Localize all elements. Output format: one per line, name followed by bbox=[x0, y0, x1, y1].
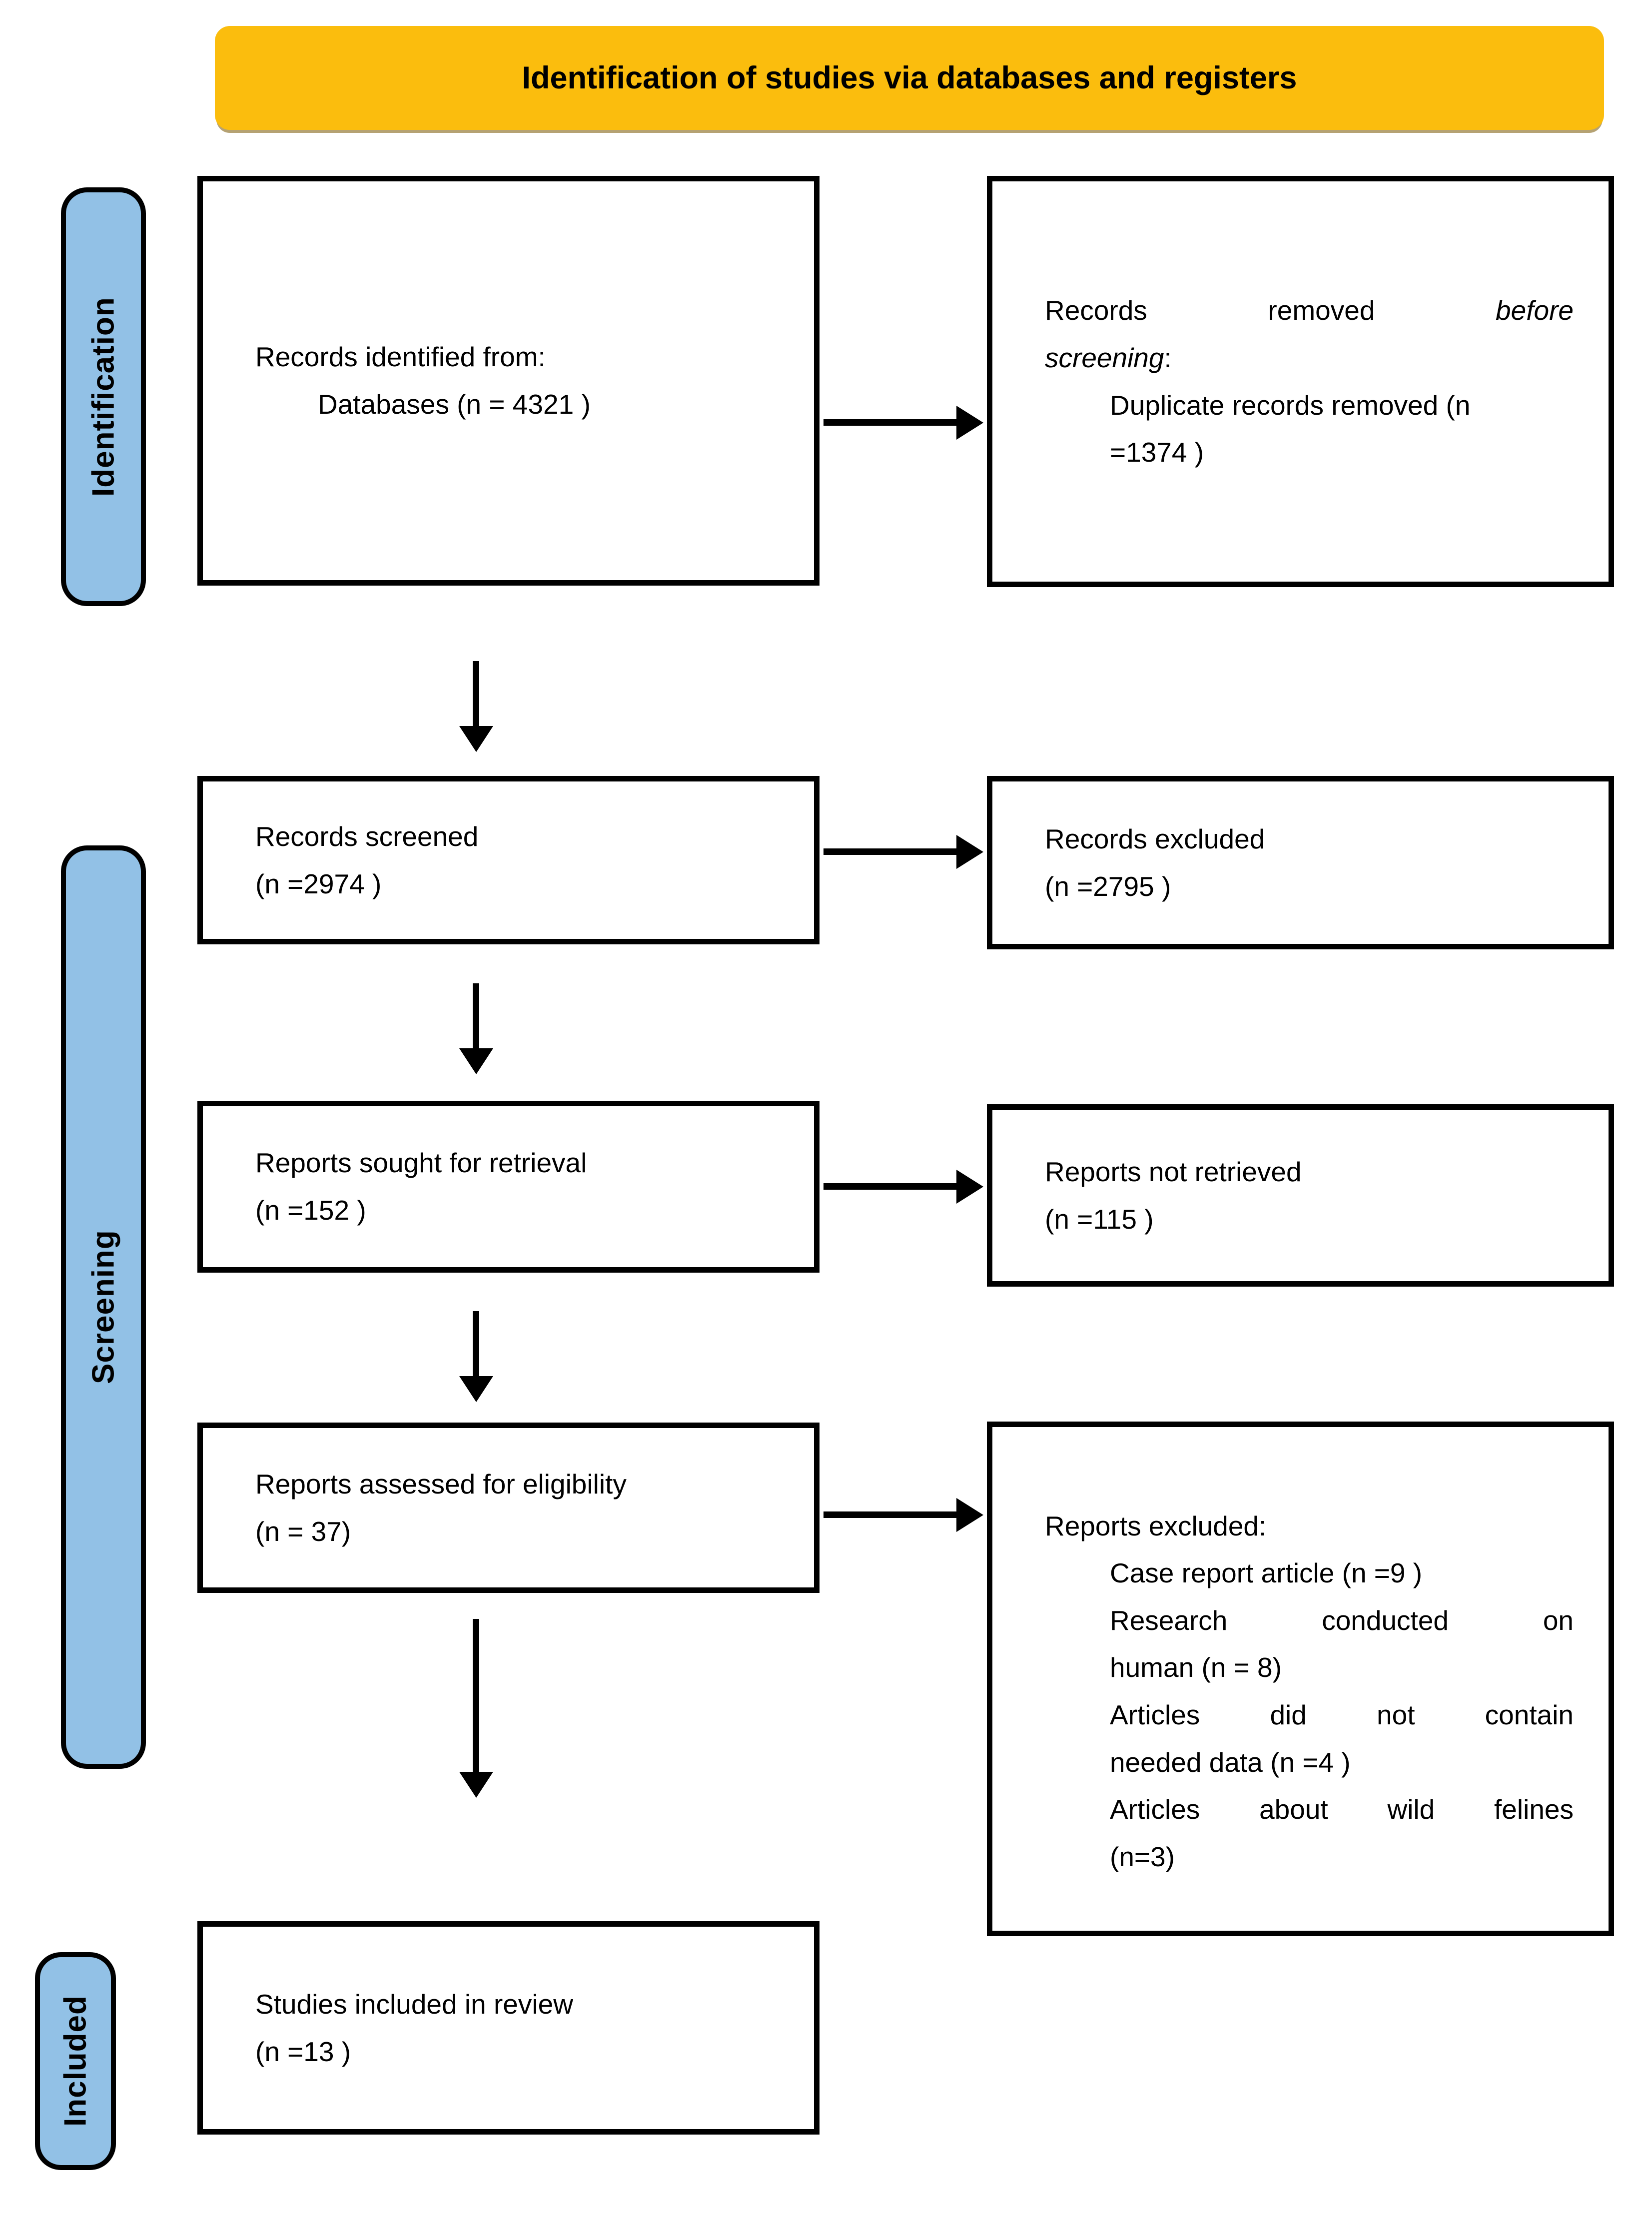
records-removed-line1: Records removed before bbox=[1045, 295, 1574, 326]
box-records-screened: Records screened(n =2974 ) bbox=[197, 776, 820, 944]
records-removed-line2: screening: bbox=[1045, 342, 1172, 373]
screening-italic: screening bbox=[1045, 342, 1164, 373]
excluded-reason-case-report: Case report article (n =9 ) bbox=[1110, 1557, 1423, 1589]
arrow-sought-to-not-retrieved bbox=[824, 1183, 957, 1190]
stage-label-identification: Identification bbox=[61, 187, 146, 606]
diagram-title: Identification of studies via databases … bbox=[522, 60, 1297, 95]
arrow-sought-to-assessed bbox=[473, 1311, 479, 1377]
arrow-screened-to-sought bbox=[473, 983, 479, 1049]
duplicate-records-removed: Duplicate records removed (n=1374 ) bbox=[1110, 389, 1471, 468]
diagram-title-banner: Identification of studies via databases … bbox=[215, 26, 1604, 130]
arrow-assessed-to-included bbox=[473, 1619, 479, 1773]
reports-excluded-heading: Reports excluded: bbox=[1045, 1510, 1267, 1541]
box-records-excluded: Records excluded(n =2795 ) bbox=[987, 776, 1614, 949]
arrow-assessed-to-reports-excluded bbox=[824, 1511, 957, 1518]
box-reports-sought: Reports sought for retrieval(n =152 ) bbox=[197, 1101, 820, 1273]
excluded-reason-wild-felines: Articles about wild felines(n=3) bbox=[1110, 1794, 1574, 1872]
box-studies-included: Studies included in review(n =13 ) bbox=[197, 1921, 820, 2135]
arrow-identified-to-removed bbox=[824, 419, 957, 426]
box-reports-assessed: Reports assessed for eligibility(n = 37) bbox=[197, 1423, 820, 1593]
arrow-screened-to-excluded bbox=[824, 848, 957, 855]
box-records-identified: Records identified from:Databases (n = 4… bbox=[197, 176, 820, 586]
box-records-removed-before-screening: Records removed before screening: Duplic… bbox=[987, 176, 1614, 587]
stage-label-included: Included bbox=[35, 1952, 116, 2170]
box-reports-not-retrieved: Reports not retrieved(n =115 ) bbox=[987, 1104, 1614, 1287]
before-italic: before bbox=[1496, 295, 1574, 326]
box-reports-excluded: Reports excluded: Case report article (n… bbox=[987, 1422, 1614, 1936]
arrow-identified-to-screened bbox=[473, 661, 479, 727]
stage-label-screening: Screening bbox=[61, 845, 146, 1769]
